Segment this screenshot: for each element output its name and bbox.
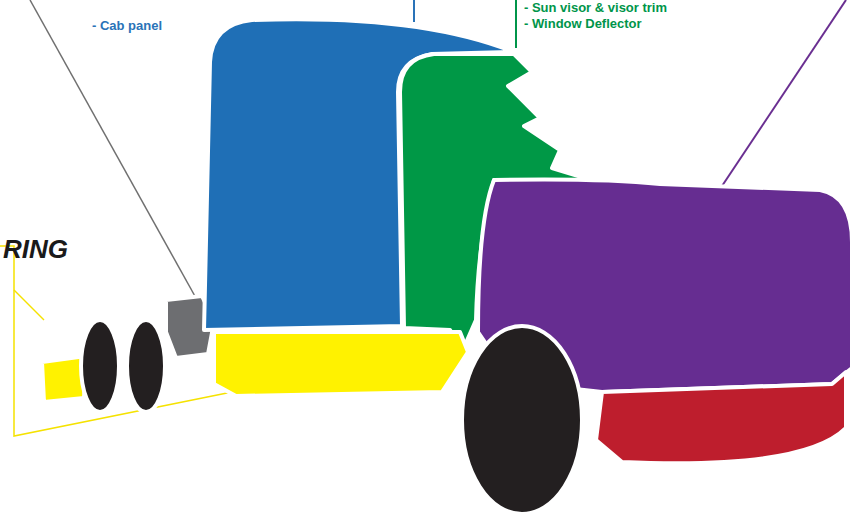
- rear-wheel: [127, 320, 165, 412]
- part-label: - Cab panel: [92, 18, 162, 33]
- bracket: [14, 290, 44, 320]
- group-label: RING: [3, 234, 68, 265]
- part-label: - Sun visor & visor trim: [524, 0, 667, 15]
- leader-line: [413, 0, 415, 22]
- side-fairing: [214, 332, 468, 396]
- part-label: - Window Deflector: [524, 16, 642, 31]
- rear-wheel: [81, 320, 119, 412]
- leader-line: [722, 0, 846, 186]
- bumper: [596, 372, 846, 463]
- front-wheel: [462, 326, 582, 514]
- leader-line: [515, 0, 517, 48]
- bracket: [0, 246, 232, 436]
